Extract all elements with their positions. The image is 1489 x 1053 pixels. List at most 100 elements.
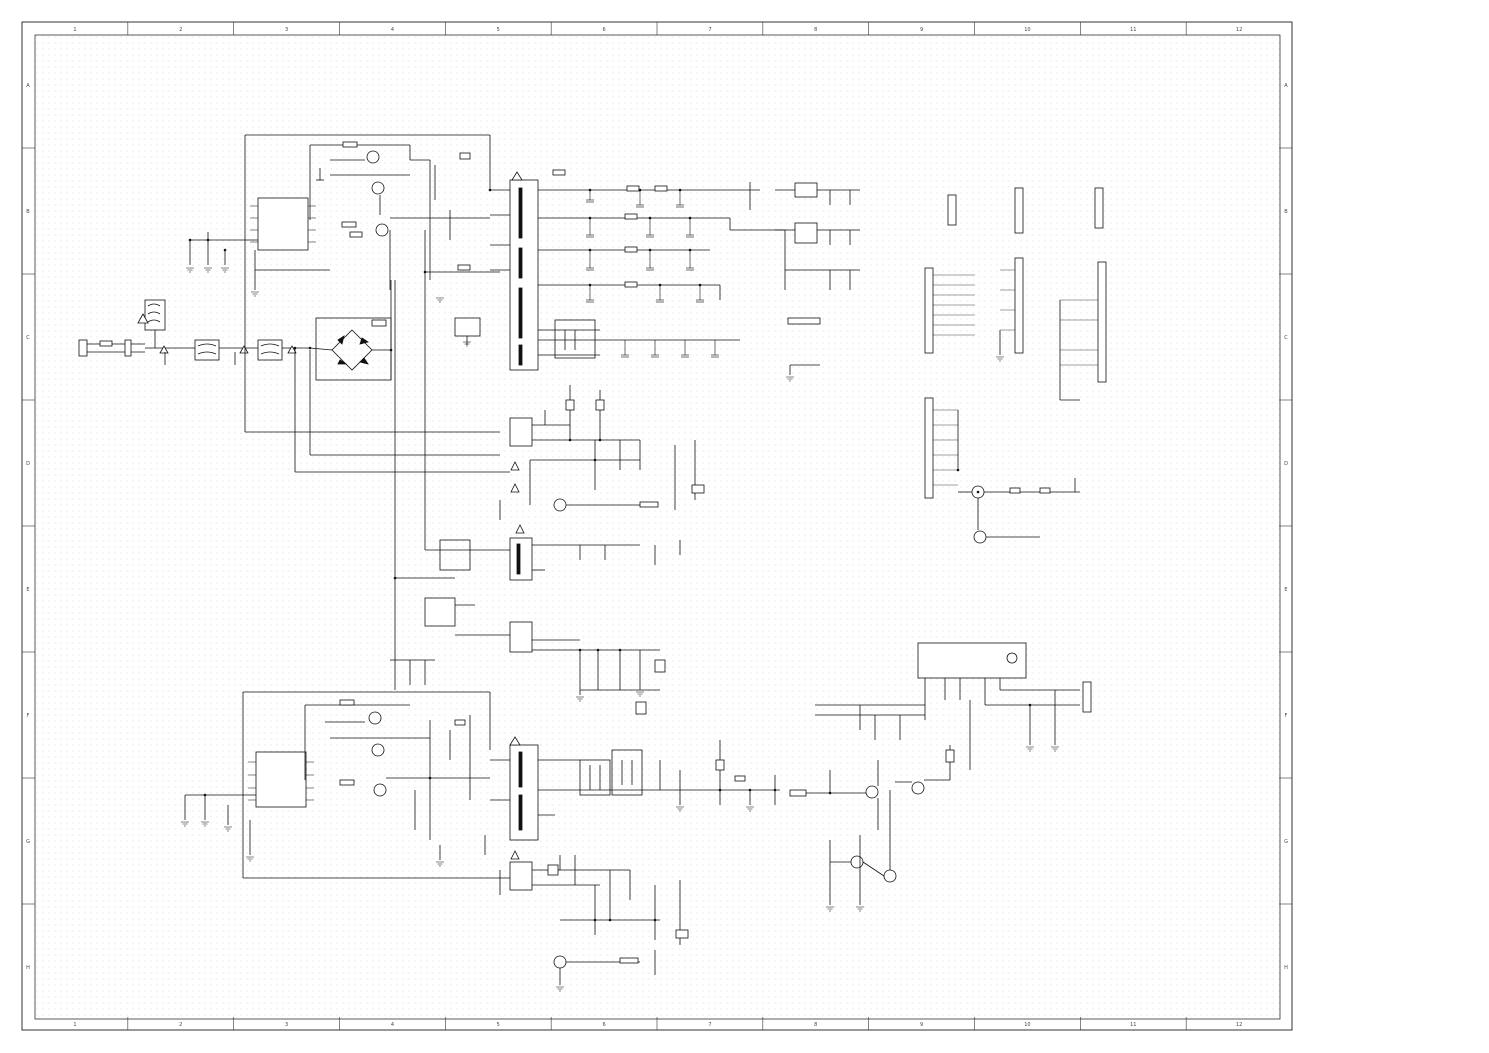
zone-column-label: 6 [602, 27, 605, 33]
zone-row-label: D [26, 461, 30, 467]
optocoupler [509, 861, 533, 891]
zone-column-label: 6 [602, 1022, 605, 1028]
warning-icon [239, 345, 249, 354]
zone-column-label: 10 [1024, 27, 1030, 33]
zone-column-label: 5 [497, 1022, 500, 1028]
pwm-controller-ic [255, 751, 307, 808]
transistor [553, 498, 567, 512]
secondary-outputs [454, 169, 785, 359]
zone-column-label: 1 [73, 27, 76, 33]
warning-icon [510, 850, 520, 860]
transistor [368, 711, 382, 725]
bottom-transformer [490, 736, 807, 841]
zone-row-label: A [26, 83, 30, 89]
optocoupler [509, 621, 533, 653]
varistor [124, 339, 132, 357]
transistor [850, 855, 864, 869]
fuse [99, 340, 113, 347]
pwm-controller-ic [257, 197, 309, 251]
zone-row-label: C [26, 335, 30, 341]
zone-row-label: B [26, 209, 30, 215]
standby-controller [390, 280, 666, 715]
driver-stage [806, 642, 1092, 905]
zone-column-label: 7 [708, 1022, 711, 1028]
optocoupler [509, 417, 533, 447]
emi-choke-3 [257, 339, 283, 361]
mosfet [373, 783, 387, 797]
connectors-top-right [924, 187, 1107, 401]
transistor [553, 955, 567, 969]
junction-dots [188, 188, 1032, 922]
top-pwm-section [189, 134, 500, 432]
standby-transformer [424, 230, 681, 581]
zone-column-label: 9 [920, 27, 923, 33]
zone-row-label: F [1285, 713, 1288, 719]
feedback-section [245, 348, 705, 520]
transistor-q1 [366, 150, 380, 164]
bottom-feedback [499, 850, 689, 985]
mosfet-q3 [375, 223, 389, 237]
zone-row-label: H [26, 965, 30, 971]
zone-column-label: 9 [920, 1022, 923, 1028]
bottom-pwm-section [184, 691, 510, 879]
transistor [973, 530, 987, 544]
zone-row-label: E [1284, 587, 1287, 593]
transistor [371, 743, 385, 757]
connector-header [1082, 681, 1092, 713]
connector-header [1094, 187, 1104, 229]
zone-column-label: 8 [814, 27, 817, 33]
zone-column-label: 3 [285, 1022, 288, 1028]
ground-symbols [181, 267, 1059, 992]
connector-header [924, 397, 934, 499]
zone-row-label: D [1284, 461, 1288, 467]
transistor [911, 781, 925, 795]
zone-row-label: F [27, 713, 30, 719]
warning-icon [511, 171, 523, 181]
transistor [865, 785, 879, 799]
connector [789, 789, 807, 797]
voltage-regulators [775, 182, 860, 375]
ac-inlet-connector [78, 339, 88, 357]
warning-icon [509, 736, 521, 746]
warning-icon [287, 345, 297, 354]
connector-header [1097, 261, 1107, 383]
zone-column-label: 10 [1024, 1022, 1030, 1028]
connector-header [1014, 187, 1024, 234]
ac-input-section [78, 299, 310, 365]
circuit [78, 134, 1107, 992]
drawing-area [34, 34, 1281, 1020]
transistor-q2 [371, 181, 385, 195]
zone-column-label: 11 [1130, 27, 1136, 33]
emi-choke-2 [194, 339, 220, 361]
zone-row-label: A [1284, 83, 1288, 89]
zone-column-label: 12 [1236, 27, 1242, 33]
zone-column-label: 12 [1236, 1022, 1242, 1028]
warning-icon [159, 345, 169, 354]
emi-choke-1 [144, 299, 166, 331]
warning-icon [510, 483, 520, 493]
main-transformer [490, 171, 539, 371]
zone-row-label: G [1284, 839, 1288, 845]
zone-column-label: 7 [708, 27, 711, 33]
zone-column-label: 8 [814, 1022, 817, 1028]
warning-icon [510, 461, 520, 471]
zone-column-label: 5 [497, 27, 500, 33]
warning-icon [137, 313, 149, 324]
warning-icon [515, 524, 525, 534]
connector-header [1014, 257, 1024, 354]
zone-row-label: E [26, 587, 29, 593]
zone-row-label: C [1284, 335, 1288, 341]
zone-column-label: 11 [1130, 1022, 1136, 1028]
zone-column-label: 1 [73, 1022, 76, 1028]
zone-column-label: 3 [285, 27, 288, 33]
zone-column-label: 4 [391, 1022, 394, 1028]
zone-column-label: 2 [179, 27, 182, 33]
transistor [883, 869, 897, 883]
zone-row-label: B [1284, 209, 1288, 215]
connector-header [924, 267, 934, 354]
connector-header [947, 194, 957, 226]
zone-ticks [22, 22, 1292, 1030]
zone-column-label: 4 [391, 27, 394, 33]
